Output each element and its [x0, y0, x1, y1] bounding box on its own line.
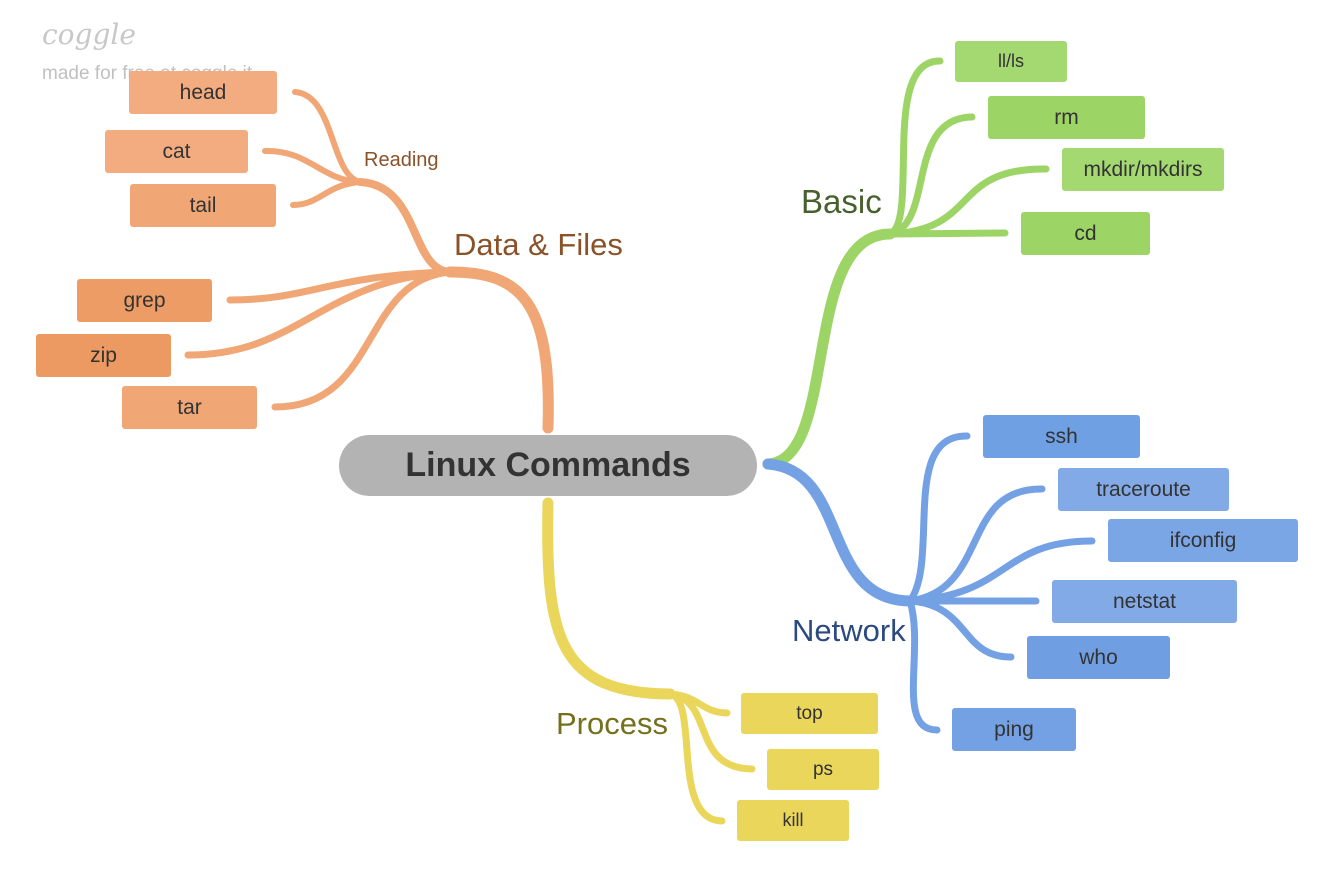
- branch-kill: [666, 690, 726, 825]
- branch-traceroute: [906, 485, 1046, 605]
- branch-label-process[interactable]: Process: [556, 706, 668, 741]
- branch-tar: [271, 268, 454, 411]
- branch-ps: [666, 690, 756, 773]
- node-ifconfig[interactable]: ifconfig: [1108, 519, 1298, 562]
- node-traceroute[interactable]: traceroute: [1058, 468, 1229, 511]
- branch-rm: [886, 113, 976, 238]
- node-mkdir-mkdirs[interactable]: mkdir/mkdirs: [1062, 148, 1224, 191]
- branch-ssh: [906, 432, 971, 605]
- node-ll-ls[interactable]: ll/ls: [955, 41, 1067, 82]
- branch-head: [292, 89, 363, 185]
- branch-tail: [290, 179, 363, 208]
- branch-process: [542, 497, 676, 700]
- node-tail[interactable]: tail: [130, 184, 276, 227]
- branch-ifconfig: [906, 537, 1096, 605]
- branch-basic: [762, 228, 896, 470]
- node-tar[interactable]: tar: [122, 386, 257, 429]
- branch-reading: [356, 178, 454, 276]
- node-ssh[interactable]: ssh: [983, 415, 1140, 458]
- branch-cd: [886, 229, 1009, 238]
- node-who[interactable]: who: [1027, 636, 1170, 679]
- coggle-logo: coggle: [42, 18, 136, 51]
- branch-ping: [906, 597, 941, 734]
- branch-label-reading[interactable]: Reading: [364, 149, 439, 171]
- node-kill[interactable]: kill: [737, 800, 849, 841]
- node-top[interactable]: top: [741, 693, 878, 734]
- node-cat[interactable]: cat: [105, 130, 248, 173]
- branch-who: [906, 597, 1015, 661]
- branch-label-network[interactable]: Network: [792, 613, 906, 648]
- branch-label-basic[interactable]: Basic: [801, 183, 882, 220]
- branch-network: [762, 458, 916, 607]
- branch-data-files: [444, 266, 554, 434]
- node-rm[interactable]: rm: [988, 96, 1145, 139]
- root-node[interactable]: Linux Commands: [339, 435, 757, 496]
- node-ping[interactable]: ping: [952, 708, 1076, 751]
- branch-cat: [262, 147, 363, 185]
- node-cd[interactable]: cd: [1021, 212, 1150, 255]
- node-ps[interactable]: ps: [767, 749, 879, 790]
- node-zip[interactable]: zip: [36, 334, 171, 377]
- node-head[interactable]: head: [129, 71, 277, 114]
- branch-mkdir: [886, 165, 1050, 238]
- node-grep[interactable]: grep: [77, 279, 212, 322]
- node-netstat[interactable]: netstat: [1052, 580, 1237, 623]
- branch-zip: [184, 268, 454, 359]
- branch-ls: [886, 57, 944, 238]
- branch-label-data-files[interactable]: Data & Files: [454, 227, 623, 262]
